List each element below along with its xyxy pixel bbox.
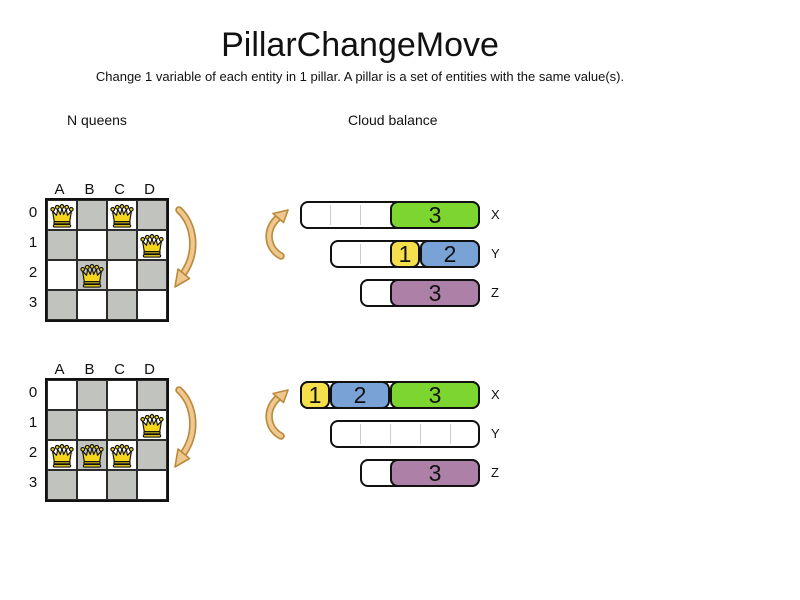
cloud-balance-section-label: Cloud balance: [348, 112, 438, 128]
board-row-header: 2: [28, 444, 38, 461]
chessboard: [45, 378, 169, 502]
page-title: PillarChangeMove: [221, 26, 499, 64]
board-cell-C1: [107, 230, 137, 260]
page-subtitle: Change 1 variable of each entity in 1 pi…: [95, 69, 625, 84]
process-segment-3: 3: [390, 459, 480, 487]
board-cell-C1: [107, 410, 137, 440]
board-cell-C3: [107, 290, 137, 320]
nqueens-section-label: N queens: [67, 112, 127, 128]
board-row-header: 3: [28, 474, 38, 491]
board-cell-A2: [47, 260, 77, 290]
board-cell-C0: [107, 380, 137, 410]
board-cell-C0: [107, 200, 137, 230]
board-cell-D1: [137, 230, 167, 260]
computer-label-z: Z: [491, 465, 499, 480]
board-cell-D2: [137, 260, 167, 290]
board-row-header: 1: [28, 414, 38, 431]
queen-icon: [110, 444, 134, 468]
board-row-header: 3: [28, 294, 38, 311]
computer-label-x: X: [491, 387, 500, 402]
board-column-header: D: [144, 181, 156, 198]
process-segment-2: 2: [420, 240, 480, 268]
board-cell-C2: [107, 440, 137, 470]
process-segment-3: 3: [390, 279, 480, 307]
board-column-header: C: [114, 181, 126, 198]
pillar-move-up-arrow-icon: [265, 389, 289, 440]
board-cell-B2: [77, 440, 107, 470]
board-column-header: B: [84, 361, 96, 378]
board-column-header: A: [54, 181, 66, 198]
pillar-move-down-arrow-icon: [174, 206, 197, 288]
queen-icon: [80, 264, 104, 288]
bar-unit-separator: [360, 205, 361, 225]
process-segment-1: 1: [390, 240, 420, 268]
pillar-move-down-arrow-icon: [174, 386, 197, 468]
board-row-header: 2: [28, 264, 38, 281]
process-segment-3: 3: [390, 201, 480, 229]
computer-label-y: Y: [491, 246, 500, 261]
board-cell-B1: [77, 410, 107, 440]
board-cell-D0: [137, 380, 167, 410]
queen-icon: [110, 204, 134, 228]
board-cell-C3: [107, 470, 137, 500]
board-row-header: 0: [28, 204, 38, 221]
bar-unit-separator: [450, 424, 451, 444]
board-cell-D3: [137, 290, 167, 320]
board-cell-A0: [47, 200, 77, 230]
computer-label-x: X: [491, 207, 500, 222]
queen-icon: [50, 204, 74, 228]
bar-unit-separator: [420, 424, 421, 444]
board-cell-A2: [47, 440, 77, 470]
board-column-header: C: [114, 361, 126, 378]
board-row-header: 1: [28, 234, 38, 251]
board-column-header: A: [54, 361, 66, 378]
bar-unit-separator: [360, 424, 361, 444]
board-cell-B1: [77, 230, 107, 260]
board-cell-A1: [47, 230, 77, 260]
queen-icon: [50, 444, 74, 468]
board-cell-B0: [77, 200, 107, 230]
process-segment-1: 1: [300, 381, 330, 409]
board-cell-A0: [47, 380, 77, 410]
chessboard: [45, 198, 169, 322]
board-cell-D1: [137, 410, 167, 440]
board-cell-D0: [137, 200, 167, 230]
computer-label-y: Y: [491, 426, 500, 441]
process-segment-2: 2: [330, 381, 390, 409]
queen-icon: [80, 444, 104, 468]
board-cell-D3: [137, 470, 167, 500]
board-cell-C2: [107, 260, 137, 290]
board-cell-A1: [47, 410, 77, 440]
pillar-move-up-arrow-icon: [265, 209, 289, 260]
board-column-header: D: [144, 361, 156, 378]
board-cell-B0: [77, 380, 107, 410]
board-cell-A3: [47, 470, 77, 500]
computer-label-z: Z: [491, 285, 499, 300]
computer-bar-y: [330, 420, 480, 448]
bar-unit-separator: [330, 205, 331, 225]
board-cell-D2: [137, 440, 167, 470]
process-segment-3: 3: [390, 381, 480, 409]
board-cell-B3: [77, 290, 107, 320]
bar-unit-separator: [360, 244, 361, 264]
board-cell-B3: [77, 470, 107, 500]
board-row-header: 0: [28, 384, 38, 401]
board-column-header: B: [84, 181, 96, 198]
board-cell-A3: [47, 290, 77, 320]
queen-icon: [140, 414, 164, 438]
board-cell-B2: [77, 260, 107, 290]
queen-icon: [140, 234, 164, 258]
bar-unit-separator: [390, 424, 391, 444]
